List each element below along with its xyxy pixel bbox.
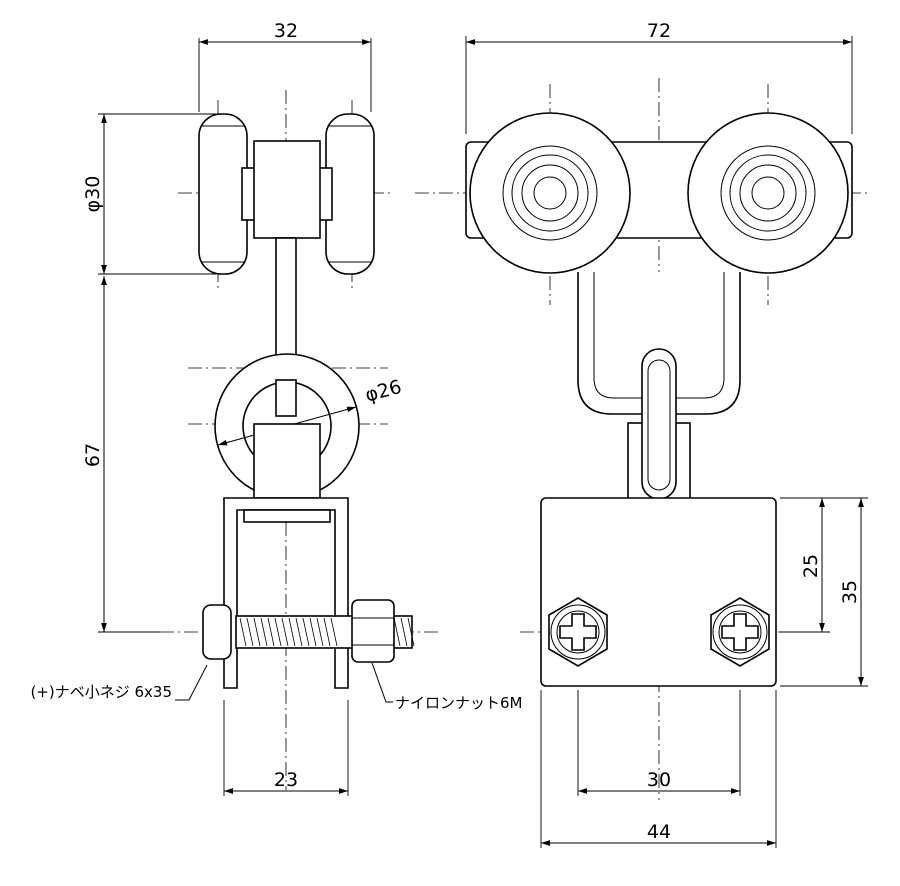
- front-view: 72 25 35 30 44: [415, 20, 870, 848]
- left-wheel: [198, 113, 248, 275]
- bracket: [223, 497, 349, 689]
- side-view: 32 φ30 67 φ26 23 (+)ナベ小ネジ 6x35 ナイロンナット6M: [30, 20, 523, 796]
- screw-note: (+)ナベ小ネジ 6x35: [30, 683, 172, 701]
- dim-block-width: 44: [647, 821, 671, 843]
- dim-ring-diameter: φ26: [363, 376, 404, 407]
- nut-note: ナイロンナット6M: [395, 694, 523, 712]
- right-bolt: [710, 597, 770, 667]
- dim-overall-height: 67: [82, 443, 104, 467]
- dim-wheel-diameter: φ30: [82, 176, 104, 213]
- front-right-wheel: [687, 112, 849, 274]
- dim-block-height: 35: [839, 580, 861, 604]
- dim-bolt-spacing: 30: [647, 769, 671, 791]
- left-bolt: [548, 597, 608, 667]
- link-bar: [641, 348, 677, 500]
- dim-front-width: 72: [647, 20, 671, 42]
- screw-head: [202, 604, 232, 660]
- nylon-nut: [351, 599, 395, 663]
- front-left-wheel: [469, 112, 631, 274]
- right-wheel: [325, 113, 375, 275]
- nut-leader: [371, 662, 393, 703]
- hub-block: [253, 140, 321, 239]
- dim-side-width: 32: [274, 20, 298, 42]
- dim-bracket-width: 23: [274, 769, 298, 791]
- dim-block-upper: 25: [800, 554, 822, 578]
- screw-leader: [175, 664, 208, 701]
